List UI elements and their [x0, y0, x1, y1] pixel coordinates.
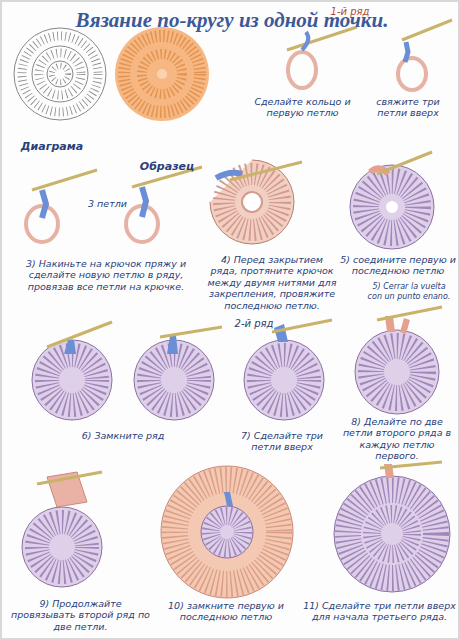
yarn	[405, 42, 408, 62]
caption: 7) Сделайте три петли вверх	[232, 430, 332, 453]
chart-stitches	[39, 53, 81, 95]
stitches	[149, 355, 199, 405]
disc-fill	[22, 507, 102, 587]
chart-ring	[47, 61, 73, 87]
hook	[402, 20, 452, 40]
stitches	[224, 174, 280, 230]
caption: 6) Замкните ряд	[68, 430, 178, 441]
sample-fill	[115, 27, 209, 121]
stitches	[175, 480, 279, 584]
yarn	[224, 492, 233, 506]
disc-step-6a	[32, 322, 112, 420]
yarn	[167, 336, 178, 354]
sample-center	[157, 69, 167, 79]
hook-step-3a	[26, 170, 97, 242]
caption: 3 петли	[80, 198, 135, 209]
sample-stitches	[124, 36, 200, 112]
sample-disc	[115, 27, 209, 121]
hook	[32, 170, 97, 190]
disc-fill	[32, 340, 112, 420]
caption: 2-й ряд	[224, 318, 284, 330]
hook	[377, 152, 432, 174]
chart-stitches	[52, 66, 68, 82]
hook-step-1	[287, 27, 357, 88]
caption: 9) Продолжайте провязывать второй ряд по…	[8, 598, 153, 632]
caption: Образец	[127, 160, 207, 173]
disc-fill	[210, 160, 294, 244]
chart-ring	[32, 46, 88, 102]
caption: Сделайте кольцо и первую петлю	[250, 96, 355, 119]
hook	[37, 472, 102, 484]
hook	[47, 322, 112, 347]
caption: 8) Делайте по две петли второго ряда в к…	[337, 416, 457, 462]
caption: 5) Cerrar la vuelta con un punto enano.	[364, 282, 454, 301]
yarn	[142, 187, 146, 217]
disc-step-8	[355, 307, 442, 414]
hook	[160, 327, 222, 337]
yarn-ring	[288, 52, 316, 88]
hook-step-3b	[126, 167, 202, 242]
hook	[230, 162, 302, 180]
title: Вязание по-кругу из одной точки.	[22, 8, 442, 33]
stitches	[348, 490, 436, 578]
disc-step-5	[350, 152, 434, 249]
disc-fill	[244, 340, 324, 420]
yarn	[302, 32, 308, 50]
yarn	[42, 190, 46, 218]
caption: Диаграма	[12, 140, 92, 153]
inner-row	[201, 506, 253, 558]
caption: 5) соедините первую и последнюю петлю	[340, 254, 456, 277]
hook	[377, 307, 442, 320]
center-hole	[386, 201, 398, 213]
hook	[272, 320, 332, 332]
caption: 11) Сделайте три петли вверх для начала …	[302, 600, 457, 623]
stitch-chart	[14, 28, 106, 120]
hook	[380, 462, 442, 468]
sample-stitches	[142, 54, 182, 94]
yarn	[64, 340, 76, 354]
disc-step-7	[244, 320, 332, 420]
caption: 4) Перед закрытием ряда, протяните крючо…	[206, 254, 338, 311]
yarn-ring	[398, 58, 426, 90]
caption: 10) замкните первую и последнюю петлю	[152, 600, 300, 623]
disc-step-10	[161, 466, 293, 598]
center-hole	[242, 192, 262, 212]
disc-step-4	[210, 160, 302, 244]
disc-step-6b	[134, 327, 222, 420]
inner-stitches	[372, 514, 412, 554]
stitches	[371, 346, 423, 398]
yarn	[274, 324, 288, 342]
stitches	[366, 181, 418, 233]
stitches	[37, 522, 87, 572]
stitches	[47, 355, 97, 405]
caption: свяжите три петли вверх	[364, 96, 452, 119]
caption: 1-й ряд	[320, 6, 380, 18]
disc-fill	[161, 466, 293, 598]
disc-fill	[355, 330, 439, 414]
disc-step-11	[334, 462, 450, 592]
inner-stitches	[211, 516, 243, 548]
chart-ring	[14, 28, 106, 120]
disc-fill	[334, 476, 450, 592]
chart-stitches	[22, 36, 98, 112]
hook-step-2	[398, 20, 452, 90]
disc-fill	[350, 165, 434, 249]
disc-step-9	[22, 472, 102, 587]
caption: 3) Накиньте на крючок пряжу и сделайте н…	[8, 258, 204, 292]
stitches	[259, 355, 309, 405]
